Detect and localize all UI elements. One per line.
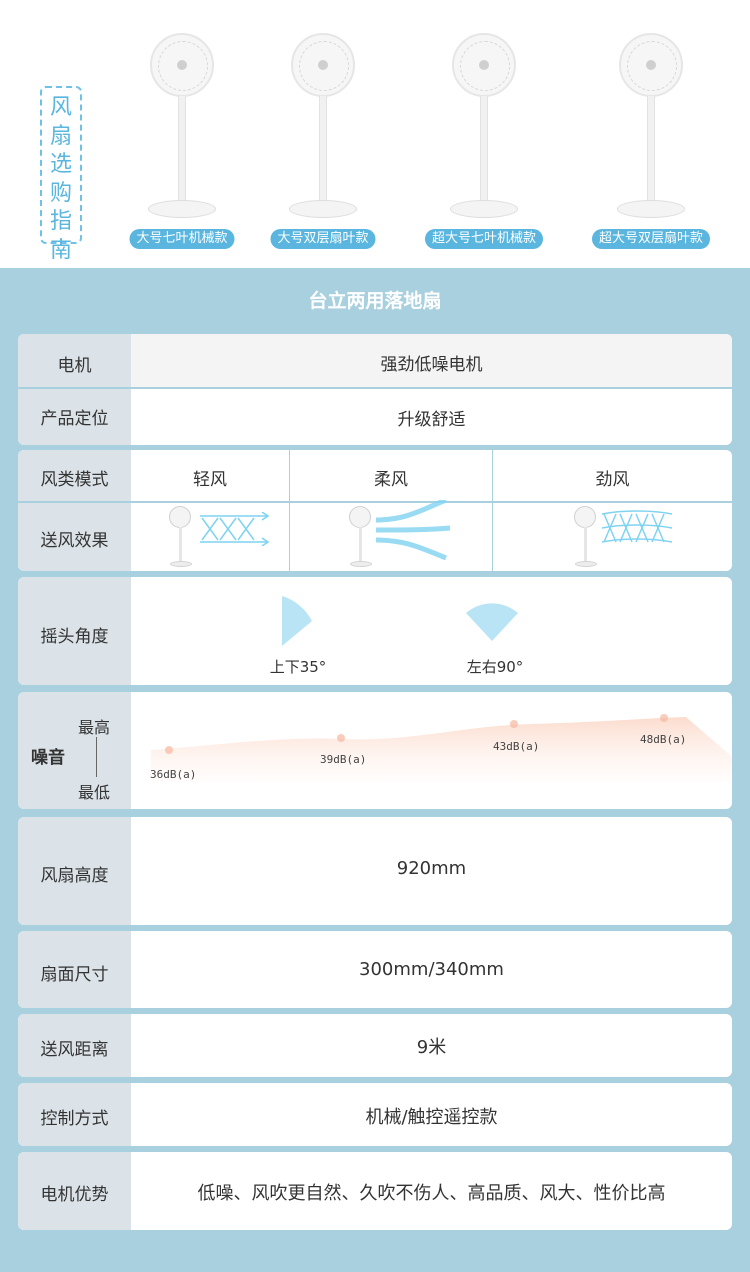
- wind-mode-label: 风类模式: [40, 470, 109, 490]
- product-card[interactable]: 超大号双层扇叶款: [581, 28, 721, 256]
- product-label: 超大号双层扇叶款: [591, 229, 711, 249]
- height-value: 920mm: [396, 858, 467, 879]
- product-showcase: 风扇选购指南 大号七叶机械款 大号双层扇叶款 超大号七叶机械款 超大号双层扇叶款: [0, 0, 750, 268]
- noise-value: 39dB(a): [320, 753, 367, 766]
- spec-panel: 台立两用落地扇 电机 强劲低噪电机 产品定位 升级舒适 风类模式 轻风 柔风 劲…: [0, 268, 750, 1272]
- spec-card-control: 控制方式 机械/触控遥控款: [18, 1083, 732, 1146]
- wind-effect-label: 送风效果: [40, 531, 109, 551]
- noise-value: 36dB(a): [150, 768, 197, 781]
- advantage-label: 电机优势: [40, 1185, 109, 1205]
- product-label: 超大号七叶机械款: [424, 229, 544, 249]
- motor-label: 电机: [57, 356, 92, 376]
- noise-label: 噪音: [31, 748, 65, 768]
- wind-mode-strong: 劲风: [595, 470, 630, 490]
- noise-value: 43dB(a): [493, 740, 540, 753]
- spec-card-motor: 电机 强劲低噪电机 产品定位 升级舒适: [18, 334, 732, 445]
- product-label: 大号七叶机械款: [129, 229, 235, 249]
- spec-card-advantage: 电机优势 低噪、风吹更自然、久吹不伤人、高品质、风大、性价比高: [18, 1152, 732, 1230]
- fan-image: [253, 28, 393, 224]
- vertical-swing-value: 上下35°: [269, 658, 327, 676]
- spec-card-height: 风扇高度 920mm: [18, 817, 732, 925]
- control-label: 控制方式: [40, 1109, 109, 1129]
- light-wind-icon: [200, 512, 270, 546]
- position-value: 升级舒适: [397, 410, 466, 430]
- guide-title: 风扇选购指南: [49, 95, 72, 263]
- distance-label: 送风距离: [40, 1040, 109, 1060]
- product-card[interactable]: 大号双层扇叶款: [253, 28, 393, 256]
- horizontal-swing-value: 左右90°: [466, 658, 524, 676]
- noise-curve: [151, 714, 732, 782]
- strong-wind-icon: [602, 510, 673, 543]
- horizontal-swing-icon: [466, 603, 518, 641]
- soft-wind-icon: [376, 500, 451, 560]
- fan-icon: [348, 506, 374, 568]
- spec-card-wind: 风类模式 轻风 柔风 劲风 送风效果: [18, 450, 732, 571]
- spec-card-size: 扇面尺寸 300mm/340mm: [18, 931, 732, 1008]
- noise-high: 最高: [78, 718, 111, 737]
- size-label: 扇面尺寸: [40, 965, 109, 985]
- fan-icon: [573, 506, 599, 568]
- control-value: 机械/触控遥控款: [365, 1107, 498, 1128]
- section-title: 台立两用落地扇: [308, 290, 442, 312]
- height-label: 风扇高度: [40, 866, 109, 886]
- motor-value: 强劲低噪电机: [380, 355, 483, 375]
- fan-image: [581, 28, 721, 224]
- fan-icon: [168, 506, 194, 568]
- noise-value: 48dB(a): [640, 733, 687, 746]
- product-card[interactable]: 超大号七叶机械款: [414, 28, 554, 256]
- wind-mode-light: 轻风: [193, 470, 227, 490]
- fan-image: [414, 28, 554, 224]
- advantage-value: 低噪、风吹更自然、久吹不伤人、高品质、风大、性价比高: [197, 1183, 666, 1204]
- product-card[interactable]: 大号七叶机械款: [112, 28, 252, 256]
- noise-low: 最低: [78, 783, 111, 802]
- product-label: 大号双层扇叶款: [270, 229, 376, 249]
- position-label: 产品定位: [40, 409, 109, 429]
- vertical-swing-icon: [282, 596, 312, 646]
- size-value: 300mm/340mm: [359, 959, 504, 980]
- distance-value: 9米: [416, 1037, 447, 1058]
- swing-label: 摇头角度: [40, 627, 109, 647]
- fan-image: [112, 28, 252, 224]
- guide-badge: 风扇选购指南: [40, 86, 82, 263]
- spec-card-noise: 最高 最低 噪音 36dB(a) 39dB(a) 43dB(a) 48dB(a): [18, 692, 732, 809]
- wind-mode-soft: 柔风: [374, 470, 408, 490]
- spec-card-distance: 送风距离 9米: [18, 1014, 732, 1077]
- spec-card-swing: 摇头角度 上下35° 左右90°: [18, 577, 732, 685]
